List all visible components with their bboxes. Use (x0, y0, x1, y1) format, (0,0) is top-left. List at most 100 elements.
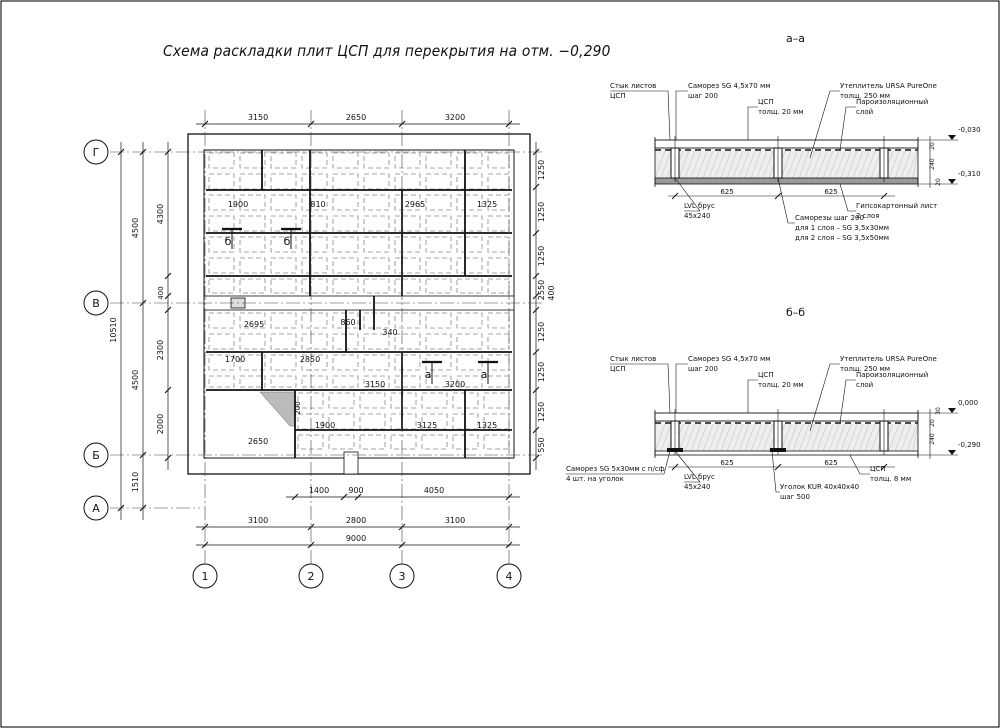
outer-wall (187, 133, 531, 475)
slab-panel (425, 173, 452, 190)
bottom-dim: 900 (348, 486, 363, 495)
leader-line (839, 106, 856, 151)
slab-panel (239, 236, 266, 253)
leader-line (839, 183, 856, 212)
cut-mark-label: а (481, 368, 488, 381)
insulation-hatch (714, 423, 726, 452)
dim-tick (774, 192, 782, 200)
dim-tick (164, 386, 172, 394)
leader-line (771, 450, 780, 493)
label-screws-bottom: Саморезы шаг 200 (795, 214, 864, 222)
slab-panel (363, 236, 390, 253)
dim-tick (201, 523, 209, 531)
slab-panel (270, 194, 297, 211)
leader-line (675, 363, 688, 413)
slab-panel (270, 278, 297, 294)
slab-panel (421, 392, 448, 409)
slab-panel (332, 173, 359, 190)
slab-panel (483, 392, 510, 409)
slab-panel (208, 333, 235, 350)
slab-panel (421, 434, 448, 450)
slab-panel (332, 354, 359, 371)
slab-panel (239, 257, 266, 274)
slab-panel (456, 278, 483, 294)
slab-panel (487, 173, 510, 190)
angle-bracket (667, 448, 683, 452)
slab-panel (239, 194, 266, 211)
slab-panel (239, 375, 266, 388)
insulation-hatch (780, 150, 792, 179)
slab-size-label: 860 (340, 318, 355, 327)
slab-panel (270, 375, 297, 388)
slab-panel (208, 354, 235, 371)
dim-30: 30 (935, 407, 942, 415)
bottom-opening (343, 451, 359, 475)
insulation-hatch (696, 150, 708, 179)
leader-line (747, 106, 758, 140)
label-screw-small: 4 шт. на уголок (566, 475, 624, 483)
leader-line (809, 363, 840, 432)
insulation-hatch (702, 423, 714, 452)
slab-panel (421, 413, 448, 430)
slab-panel (332, 257, 359, 274)
slab-panel (390, 434, 417, 450)
insulation-hatch (816, 150, 828, 179)
right-dim: 1250 (537, 202, 546, 222)
right-dim: 1250 (537, 160, 546, 180)
bottom-dim: 1400 (309, 486, 329, 495)
insulation-hatch (696, 423, 708, 452)
insulation-hatch (846, 423, 858, 452)
slab-panel (301, 333, 328, 350)
label-lvl: 45х240 (684, 483, 710, 491)
dim-tick (505, 541, 513, 549)
right-dim: 550 (537, 437, 546, 452)
dim-tick (307, 120, 315, 128)
slab-panel (394, 236, 421, 253)
dim-tick (532, 183, 540, 191)
insulation-hatch (744, 150, 756, 179)
label-joint: Стык листов (610, 355, 656, 363)
slab-panel (270, 257, 297, 274)
dim-tick (201, 541, 209, 549)
dim-tick (671, 192, 679, 200)
insulation-hatch (804, 150, 816, 179)
insulation-hatch (906, 150, 918, 179)
slab-panel (363, 194, 390, 211)
slab-size-label: 1700 (225, 355, 245, 364)
dim-tick (354, 493, 362, 501)
leader-line (674, 450, 701, 483)
label-csp-bottom: ЦСП (870, 465, 886, 473)
left-outer-dim: 4500 (131, 218, 140, 238)
slab-panel (301, 236, 328, 253)
slab-panel (208, 152, 235, 169)
slab-panel (425, 194, 452, 211)
insulation-hatch (894, 150, 906, 179)
leader-line (610, 90, 671, 141)
insulation-hatch (810, 423, 822, 452)
left-outer-dim: 1510 (131, 472, 140, 492)
dim-pitch: 625 (720, 459, 733, 467)
slab-panel (487, 257, 510, 274)
slab-panel (270, 236, 297, 253)
slab-size-label: 340 (382, 328, 397, 337)
cut-mark-label: б (284, 235, 291, 248)
axis-label: А (92, 502, 100, 515)
left-dim: 2300 (156, 340, 165, 360)
slab-panel (270, 354, 297, 371)
label-joint: ЦСП (610, 92, 626, 100)
leader-line (566, 450, 671, 475)
dim-pitch: 625 (720, 188, 733, 196)
slab-panel (239, 215, 266, 232)
axis-bubble (298, 563, 324, 589)
slab-panel (487, 152, 510, 169)
leader-line (777, 177, 795, 224)
insulation-hatch (798, 423, 810, 452)
leader-line (839, 379, 856, 424)
slab-panel (487, 215, 510, 232)
leader-line (610, 363, 671, 414)
slab-panel (394, 194, 421, 211)
